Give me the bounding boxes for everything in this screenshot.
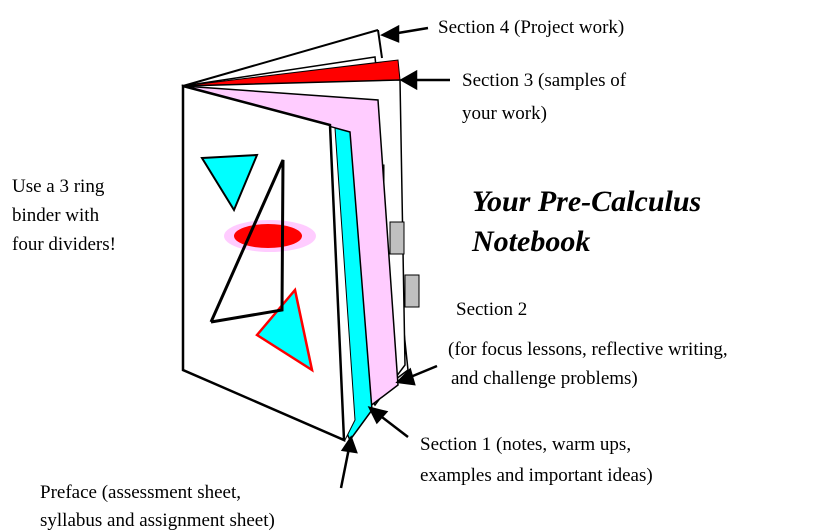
- preface-label-line2: syllabus and assignment sheet): [40, 510, 275, 531]
- section1-label-line1: Section 1 (notes, warm ups,: [420, 434, 631, 455]
- section4-divider-edge: [182, 29, 379, 87]
- notebook-title-line1: Your Pre-Calculus: [472, 185, 701, 218]
- section2-label-line2: (for focus lessons, reflective writing,: [448, 339, 728, 360]
- section1-arrow: [377, 413, 409, 438]
- binder-note-line2: binder with: [12, 205, 100, 226]
- preface-arrow: [339, 447, 351, 489]
- section4-label: Section 4 (Project work): [438, 17, 624, 38]
- section1-label-line2: examples and important ideas): [420, 465, 653, 486]
- section3-label-line2: your work): [462, 103, 547, 124]
- cover: [181, 84, 346, 442]
- section2-label-line3: and challenge problems): [451, 368, 638, 389]
- cover-line-zigzag: [209, 159, 285, 324]
- arrows: [339, 24, 450, 489]
- divider-tab-3: [404, 274, 420, 308]
- section2-label-line1: Section 2: [456, 299, 527, 320]
- preface-label-line1: Preface (assessment sheet,: [40, 482, 241, 503]
- binder-note-line3: four dividers!: [12, 234, 116, 255]
- section3-label-line1: Section 3 (samples of: [462, 70, 627, 91]
- divider-tab-2: [389, 221, 405, 255]
- cover-triangle-top: [200, 153, 259, 213]
- notebook-title-line2: Notebook: [471, 225, 590, 258]
- binder-note-line1: Use a 3 ring: [12, 176, 105, 197]
